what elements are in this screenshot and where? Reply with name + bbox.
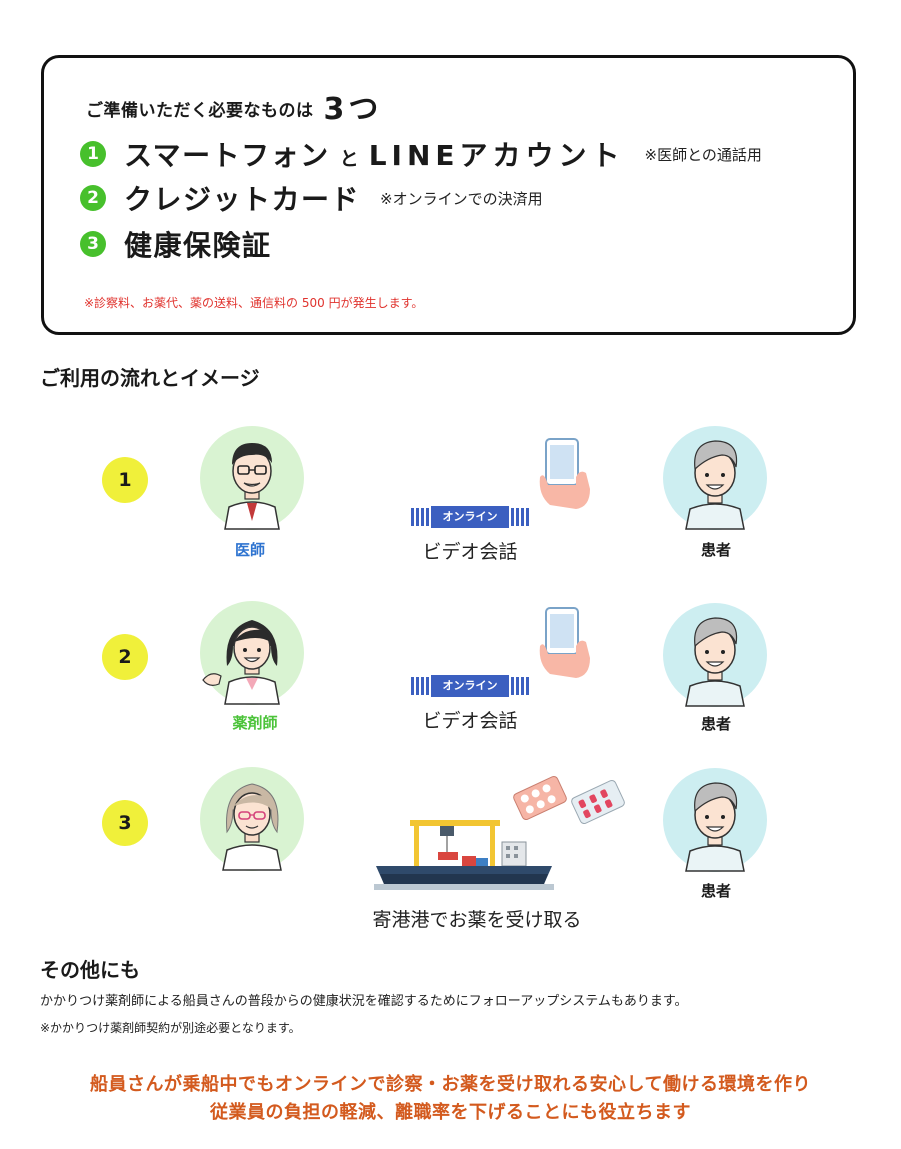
online-badge-icon: オンライン xyxy=(411,675,529,697)
patient-label: 患者 xyxy=(700,715,731,733)
requirement-label: スマートフォンと LINEアカウント xyxy=(124,134,625,174)
online-badge-text: オンライン xyxy=(442,679,498,692)
others-text: かかりつけ薬剤師による船員さんの普段からの健康状況を確認するためにフォローアップ… xyxy=(40,994,688,1009)
patient-avatar-icon xyxy=(662,767,768,873)
line-account-label: LINEアカウント xyxy=(368,139,625,172)
doctor-label-text: 医師 xyxy=(234,541,265,559)
insurance-card-label: 健康保険証 xyxy=(124,229,272,262)
requirement-item-insurance-card: 3 健康保険証 xyxy=(80,224,272,264)
requirement-item-credit-card: 2 クレジットカード ※オンラインでの決済用 xyxy=(80,178,543,218)
pharmacist-label-text: 薬剤師 xyxy=(232,714,278,732)
requirement-note: ※オンラインでの決済用 xyxy=(380,189,543,208)
requirements-box: ご準備いただく必要なものは 3つ 1 スマートフォンと LINEアカウント ※医師と… xyxy=(41,55,856,335)
patient-label: 患者 xyxy=(700,882,731,900)
method-label: ビデオ会話 xyxy=(422,541,518,563)
flow-title: ご利用の流れとイメージ xyxy=(40,366,260,390)
others-note: ※かかりつけ薬剤師契約が別途必要となります。 xyxy=(40,1021,301,1035)
number-3-icon: 3 xyxy=(80,231,106,257)
ship-port-icon xyxy=(374,820,554,890)
credit-card-label: クレジットカード xyxy=(124,183,361,216)
number-1-icon: 1 xyxy=(80,141,106,167)
requirement-note: ※医師との通話用 xyxy=(644,145,762,164)
step-number-1: 1 xyxy=(102,457,148,503)
patient-label: 患者 xyxy=(700,541,731,559)
smartphone-hand-icon xyxy=(536,437,594,513)
requirements-count: 3つ xyxy=(323,92,383,127)
pharmacist-avatar-icon xyxy=(199,600,305,706)
step-number-3: 3 xyxy=(102,800,148,846)
closing-line-2: 従業員の負担の軽減、離職率を下げることにも役立ちます xyxy=(210,1102,691,1123)
fee-note: ※診察料、お薬代、薬の送料、通信料の 500 円が発生します。 xyxy=(84,296,424,310)
pharmacist-glasses-avatar-icon xyxy=(199,766,305,872)
others-title: その他にも xyxy=(40,958,140,982)
requirement-item-smartphone: 1 スマートフォンと LINEアカウント ※医師との通話用 xyxy=(80,134,762,174)
online-badge-text: オンライン xyxy=(442,510,498,523)
pharmacist-label: 薬剤師 xyxy=(195,712,315,733)
patient-avatar-icon xyxy=(662,602,768,708)
requirements-heading: ご準備いただく必要なものは 3つ xyxy=(86,84,382,128)
online-badge-icon: オンライン xyxy=(411,506,529,528)
smartphone-hand-icon xyxy=(536,606,594,682)
medicine-pills-icon xyxy=(513,775,625,825)
doctor-label: 医師 xyxy=(190,539,310,560)
number-2-icon: 2 xyxy=(80,185,106,211)
smartphone-label: スマートフォン xyxy=(124,139,330,172)
step-number-2: 2 xyxy=(102,634,148,680)
requirements-heading-text: ご準備いただく必要なものは xyxy=(86,101,314,121)
closing-line-1: 船員さんが乗船中でもオンラインで診察・お薬を受け取れる安心して働ける環境を作り xyxy=(90,1074,811,1095)
method-label: 寄港港でお薬を受け取る xyxy=(372,909,582,931)
patient-avatar-icon xyxy=(662,425,768,531)
conjunction-label: と xyxy=(339,148,359,170)
method-label: ビデオ会話 xyxy=(422,710,518,732)
doctor-avatar-icon xyxy=(199,425,305,531)
